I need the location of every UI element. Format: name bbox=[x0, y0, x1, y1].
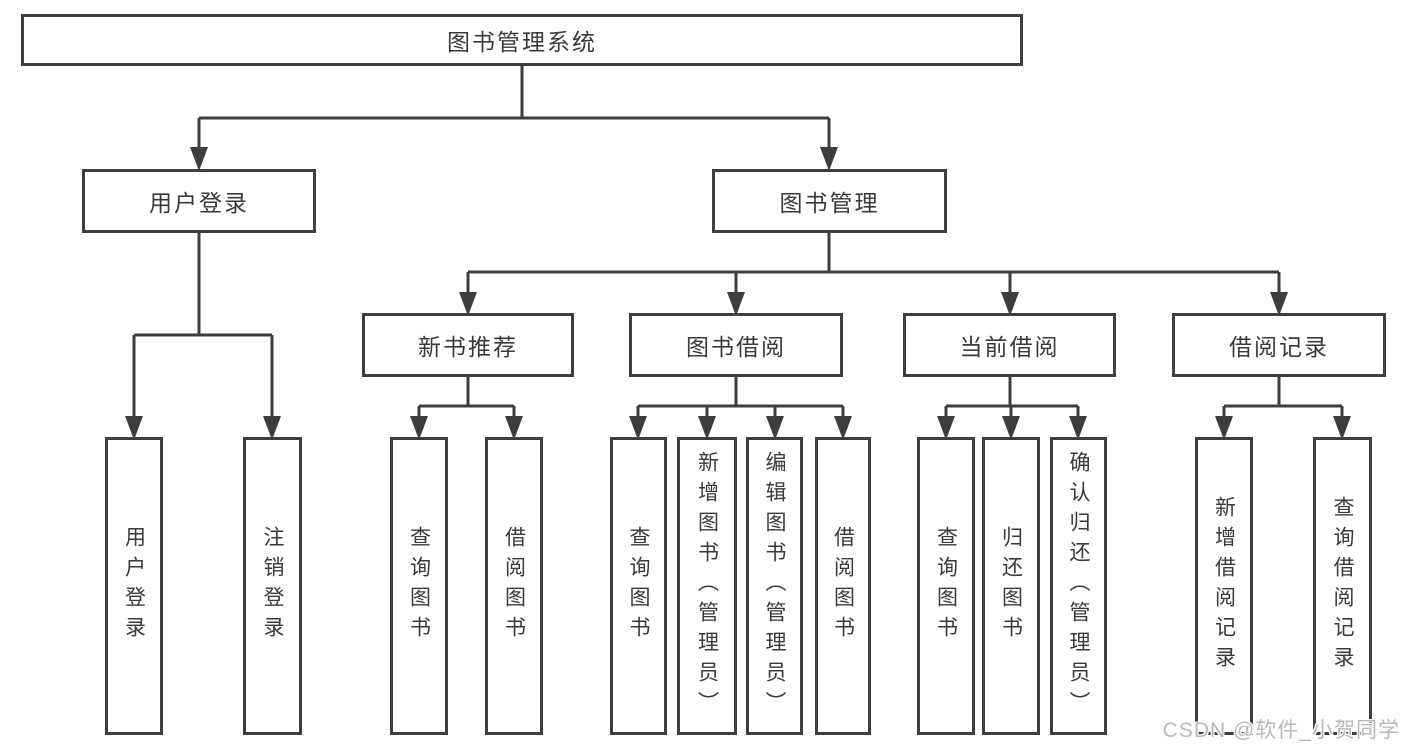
leaf-records-add: 新增借阅记录 bbox=[1195, 437, 1253, 735]
node-user-login: 用户登录 bbox=[82, 169, 316, 233]
watermark: CSDN @软件_小贺同学 bbox=[1162, 719, 1400, 742]
leaf-user-login: 用户登录 bbox=[105, 437, 163, 735]
node-book-mgmt: 图书管理 bbox=[712, 169, 947, 233]
node-current-borrow: 当前借阅 bbox=[903, 313, 1116, 377]
leaf-bookborrow-borrow: 借阅图书 bbox=[815, 437, 871, 735]
node-new-books: 新书推荐 bbox=[362, 313, 574, 377]
node-book-borrow: 图书借阅 bbox=[629, 313, 843, 377]
leaf-newbooks-borrow: 借阅图书 bbox=[485, 437, 543, 735]
leaf-current-return: 归还图书 bbox=[982, 437, 1040, 735]
leaf-bookborrow-query: 查询图书 bbox=[610, 437, 667, 735]
leaf-bookborrow-edit: 编辑图书（管理员） bbox=[746, 437, 803, 735]
leaf-newbooks-query: 查询图书 bbox=[390, 437, 448, 735]
leaf-current-query: 查询图书 bbox=[917, 437, 975, 735]
leaf-logout: 注销登录 bbox=[243, 437, 302, 735]
node-root: 图书管理系统 bbox=[21, 14, 1023, 66]
leaf-records-query: 查询借阅记录 bbox=[1313, 437, 1372, 735]
leaf-bookborrow-add: 新增图书（管理员） bbox=[677, 437, 737, 735]
node-borrow-records: 借阅记录 bbox=[1172, 313, 1386, 377]
leaf-current-confirm: 确认归还（管理员） bbox=[1050, 437, 1107, 735]
